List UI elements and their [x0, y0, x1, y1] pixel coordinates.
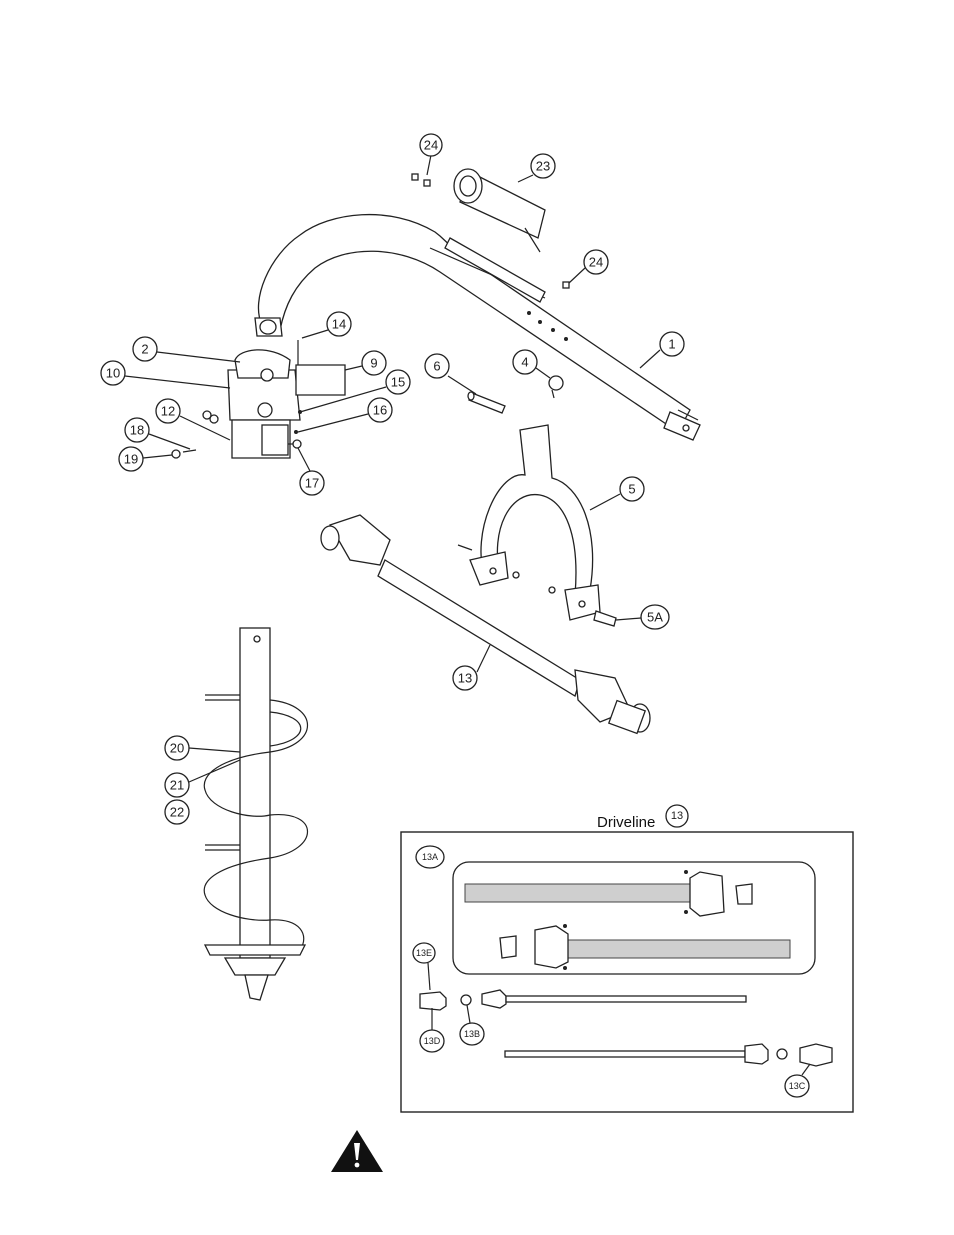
callout-label: 12 — [161, 404, 175, 419]
callout-label: 2 — [141, 342, 148, 357]
callout-label: 21 — [170, 778, 184, 793]
callout-label: 5 — [628, 482, 635, 497]
callout-label: 23 — [536, 159, 550, 174]
gearbox-assembly — [172, 340, 345, 458]
a-frame-part — [458, 425, 616, 626]
callout-label: 4 — [521, 355, 528, 370]
driveline-detail-panel: Driveline 13 13A 13E 13D 13B — [401, 805, 853, 1112]
shield-tube — [565, 940, 790, 958]
shield-tube — [465, 884, 690, 902]
callout-label: 17 — [305, 476, 319, 491]
callout-label: 22 — [170, 805, 184, 820]
callout-label: 1 — [668, 337, 675, 352]
callout-label: 20 — [170, 741, 184, 756]
lynch-pin-part — [549, 376, 563, 398]
callout-label: 5A — [647, 610, 663, 625]
callout-label: 9 — [370, 356, 377, 371]
callout-label: 13E — [416, 948, 432, 958]
cover-tube-part — [454, 169, 545, 252]
callout-label: 19 — [124, 452, 138, 467]
callout-label: 14 — [332, 317, 346, 332]
driveline-title: Driveline — [597, 814, 655, 831]
callout-label: 16 — [373, 403, 387, 418]
pin-part — [468, 392, 505, 413]
callout-label: 24 — [424, 138, 438, 153]
warning-triangle-icon — [331, 1130, 383, 1172]
callout-label: 13 — [671, 810, 683, 822]
callout-label: 6 — [433, 359, 440, 374]
callout-label: 15 — [391, 375, 405, 390]
callout-label: 10 — [106, 366, 120, 381]
callout-label: 18 — [130, 423, 144, 438]
callout-label: 13 — [458, 671, 472, 686]
callout-label: 13D — [424, 1036, 441, 1046]
driveline-frame — [401, 832, 853, 1112]
auger-bit-part — [204, 628, 307, 1000]
callout-label: 24 — [589, 255, 603, 270]
callout-label: 13B — [464, 1029, 480, 1039]
callout-label: 13C — [789, 1081, 806, 1091]
callout-label: 13A — [422, 852, 438, 862]
